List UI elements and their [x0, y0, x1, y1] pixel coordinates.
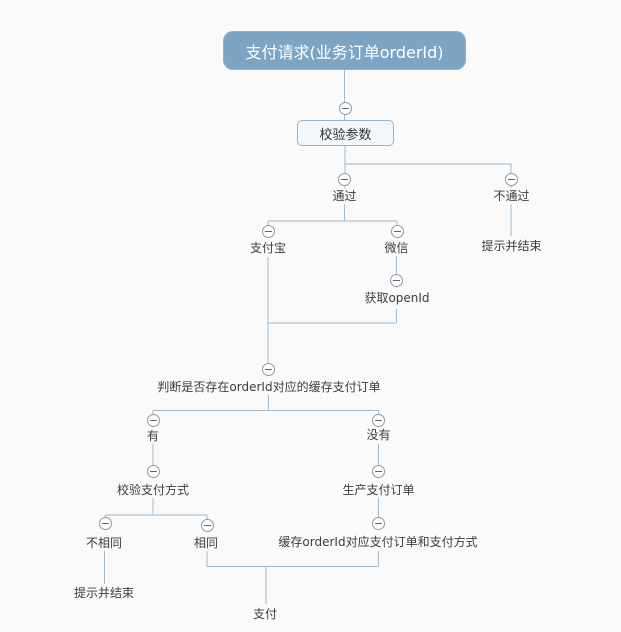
- node-payment-request[interactable]: 支付请求(业务订单orderId): [223, 31, 466, 70]
- collapse-icon-pass[interactable]: [338, 172, 351, 186]
- collapse-icon-has-not[interactable]: [372, 413, 385, 427]
- node-check-cached-order[interactable]: 判断是否存在orderId对应的缓存支付订单: [157, 379, 381, 394]
- collapse-icon-has[interactable]: [146, 413, 160, 427]
- node-has[interactable]: 有: [146, 428, 160, 443]
- collapse-icon-cache-order[interactable]: [372, 517, 385, 530]
- node-verify-pay-method[interactable]: 校验支付方式: [116, 483, 190, 497]
- node-create-pay-order[interactable]: 生产支付订单: [342, 483, 415, 497]
- node-wechat[interactable]: 微信: [384, 240, 409, 255]
- node-not-same-end[interactable]: 提示并结束: [73, 586, 135, 600]
- collapse-icon-create-pay-order[interactable]: [372, 465, 385, 478]
- node-same[interactable]: 相同: [193, 536, 219, 550]
- collapse-icon-verify-pay-method[interactable]: [146, 465, 160, 478]
- collapse-icon-alipay[interactable]: [261, 224, 275, 238]
- collapse-icon-check-cached-order[interactable]: [261, 362, 275, 376]
- node-pay[interactable]: 支付: [252, 606, 278, 621]
- node-cache-order[interactable]: 缓存orderId对应支付订单和支付方式: [278, 535, 478, 549]
- node-get-openid[interactable]: 获取openId: [364, 291, 430, 305]
- collapse-icon-fail[interactable]: [504, 172, 518, 186]
- collapse-icon-wechat[interactable]: [390, 224, 404, 238]
- node-not-same[interactable]: 不相同: [85, 535, 123, 550]
- node-fail[interactable]: 不通过: [493, 189, 530, 203]
- node-has-not[interactable]: 没有: [366, 428, 391, 442]
- collapse-icon-same[interactable]: [200, 518, 214, 532]
- node-alipay[interactable]: 支付宝: [249, 240, 287, 255]
- node-pass[interactable]: 通过: [332, 189, 357, 203]
- collapse-icon-get-openid[interactable]: [390, 274, 403, 287]
- node-validate-params[interactable]: 校验参数: [297, 120, 394, 146]
- collapse-icon-not-same[interactable]: [98, 517, 112, 530]
- node-fail-end[interactable]: 提示并结束: [481, 238, 542, 253]
- collapse-icon-validate-params[interactable]: [338, 101, 352, 115]
